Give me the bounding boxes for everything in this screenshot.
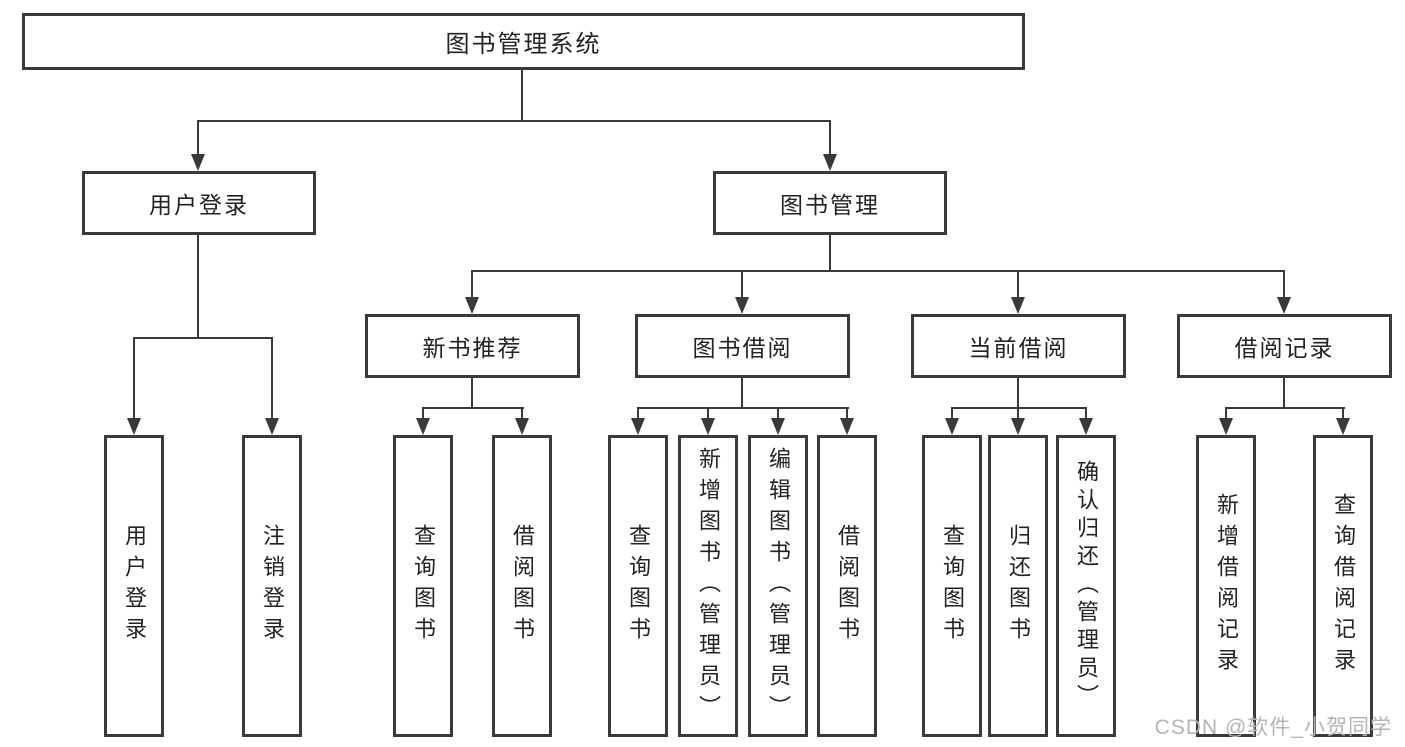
node-book-management: 图书管理: [713, 171, 947, 235]
connector-line: [197, 120, 199, 156]
leaf-add-book-admin: 新增图书（管理员）: [678, 435, 738, 737]
arrow-down-icon: [771, 418, 785, 435]
connector-line: [829, 235, 831, 272]
connector-line: [1283, 378, 1285, 409]
node-borrow-record: 借阅记录: [1177, 314, 1392, 378]
arrow-down-icon: [840, 418, 854, 435]
connector-line: [471, 378, 473, 409]
connector-line: [1017, 272, 1019, 299]
node-new-book-recommend: 新书推荐: [365, 314, 580, 378]
node-user-login: 用户登录: [82, 171, 316, 235]
leaf-edit-book-admin: 编辑图书（管理员）: [748, 435, 808, 737]
connector-line: [951, 407, 1087, 409]
leaf-query-book-1: 查询图书: [393, 435, 453, 737]
arrow-down-icon: [735, 297, 749, 314]
connector-line: [422, 409, 424, 420]
arrow-down-icon: [265, 418, 279, 435]
connector-line: [197, 120, 831, 122]
watermark-text: CSDN @软件_小贺同学: [1154, 716, 1392, 739]
connector-line: [707, 409, 709, 420]
leaf-borrow-book-1: 借阅图书: [492, 435, 552, 737]
leaf-query-borrow-record: 查询借阅记录: [1313, 435, 1373, 737]
connector-line: [741, 272, 743, 299]
leaf-add-borrow-record: 新增借阅记录: [1196, 435, 1256, 737]
arrow-down-icon: [701, 418, 715, 435]
connector-line: [471, 270, 1285, 272]
connector-line: [951, 409, 953, 420]
arrow-down-icon: [823, 154, 837, 171]
arrow-down-icon: [1011, 297, 1025, 314]
leaf-borrow-book-2: 借阅图书: [817, 435, 877, 737]
leaf-logout: 注销登录: [242, 435, 302, 737]
arrow-down-icon: [127, 418, 141, 435]
connector-line: [829, 120, 831, 156]
connector-line: [1342, 409, 1344, 420]
arrow-down-icon: [631, 418, 645, 435]
connector-line: [1225, 409, 1227, 420]
connector-line: [637, 407, 849, 409]
connector-line: [1283, 272, 1285, 299]
arrow-down-icon: [1277, 297, 1291, 314]
arrow-down-icon: [1079, 418, 1093, 435]
connector-line: [637, 409, 639, 420]
arrow-down-icon: [515, 418, 529, 435]
connector-line: [271, 339, 273, 420]
leaf-return-book: 归还图书: [988, 435, 1048, 737]
connector-line: [741, 378, 743, 409]
node-system-root: 图书管理系统: [22, 13, 1025, 70]
connector-line: [1017, 378, 1019, 409]
connector-line: [422, 407, 524, 409]
arrow-down-icon: [1219, 418, 1233, 435]
connector-line: [197, 235, 199, 339]
connector-line: [471, 272, 473, 299]
node-book-borrow: 图书借阅: [635, 314, 850, 378]
arrow-down-icon: [465, 297, 479, 314]
connector-line: [1085, 409, 1087, 420]
arrow-down-icon: [416, 418, 430, 435]
connector-line: [777, 409, 779, 420]
connector-line: [846, 409, 848, 420]
connector-line: [521, 70, 523, 120]
arrow-down-icon: [945, 418, 959, 435]
node-current-borrow: 当前借阅: [911, 314, 1126, 378]
leaf-user-login: 用户登录: [104, 435, 164, 737]
arrow-down-icon: [191, 154, 205, 171]
connector-line: [1017, 409, 1019, 420]
arrow-down-icon: [1336, 418, 1350, 435]
connector-line: [521, 409, 523, 420]
leaf-confirm-return-admin: 确认归还（管理员）: [1056, 435, 1116, 737]
connector-line: [133, 339, 135, 420]
connector-line: [1225, 407, 1345, 409]
connector-line: [133, 337, 273, 339]
leaf-query-book-2: 查询图书: [608, 435, 668, 737]
arrow-down-icon: [1011, 418, 1025, 435]
leaf-query-book-3: 查询图书: [922, 435, 982, 737]
